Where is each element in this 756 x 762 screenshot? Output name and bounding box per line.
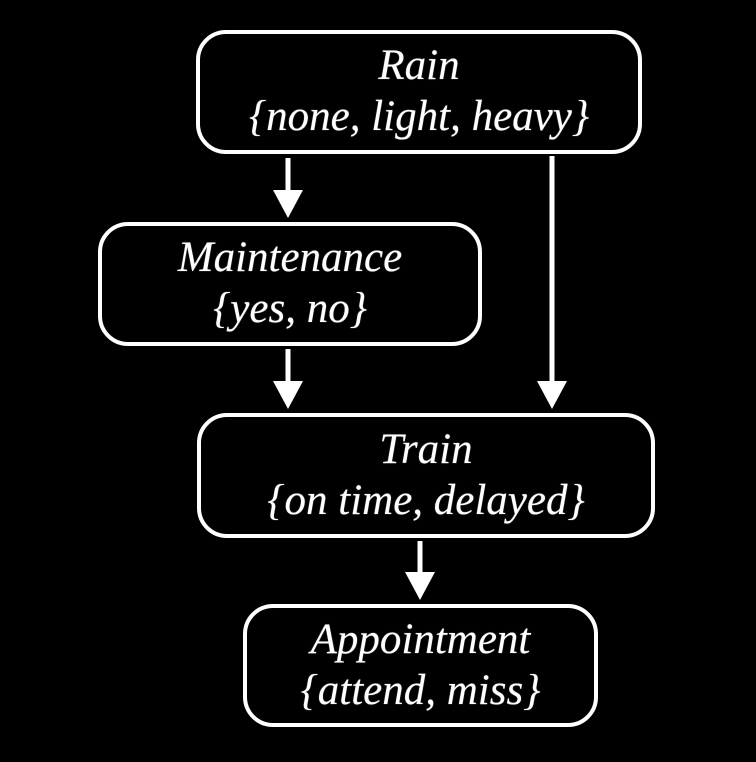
node-train: Train{on time, delayed} <box>197 413 655 538</box>
edge-train-to-appointment <box>405 541 435 600</box>
edge-rain-to-maintenance <box>273 158 303 218</box>
edge-maintenance-to-train <box>273 349 303 409</box>
node-train-label: Train <box>379 425 473 473</box>
node-train-domain: {on time, delayed} <box>267 476 585 524</box>
node-rain-domain: {none, light, heavy} <box>248 93 590 140</box>
arrowhead-icon <box>537 381 567 409</box>
arrowhead-icon <box>405 572 435 600</box>
node-maintenance: Maintenance{yes, no} <box>98 222 482 346</box>
node-rain-label: Rain <box>378 42 460 90</box>
edge-rain-to-train <box>537 156 567 409</box>
arrowhead-icon <box>273 381 303 409</box>
node-appointment-label: Appointment <box>310 615 531 663</box>
node-rain: Rain{none, light, heavy} <box>196 30 642 154</box>
node-appointment-domain: {attend, miss} <box>300 666 541 714</box>
node-appointment: Appointment{attend, miss} <box>243 604 598 727</box>
node-maintenance-domain: {yes, no} <box>213 285 367 332</box>
arrowhead-icon <box>273 190 303 218</box>
node-maintenance-label: Maintenance <box>177 234 403 282</box>
